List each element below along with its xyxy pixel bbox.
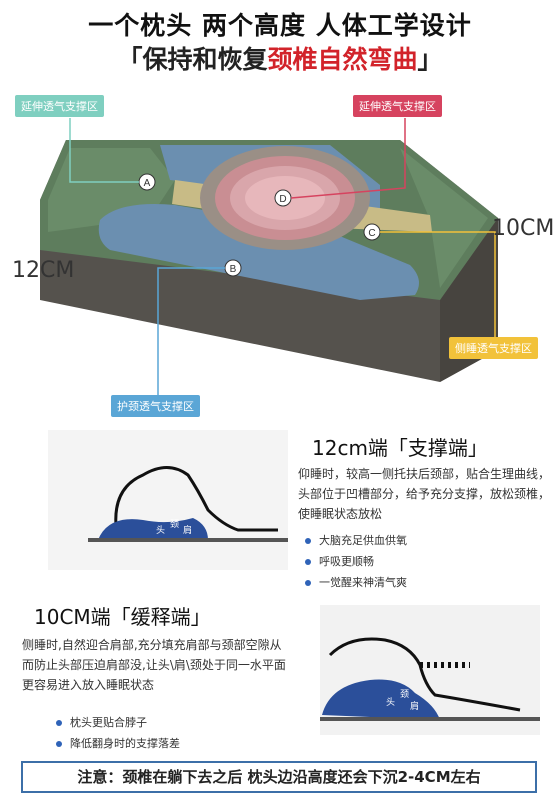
list-item: 大脑充足供血供氧 — [305, 530, 407, 551]
subheadline-suffix: 」 — [417, 45, 443, 74]
supine-illustration: 头 颈 肩 — [48, 430, 288, 570]
marker-c: C — [363, 223, 381, 241]
svg-text:C: C — [368, 228, 375, 239]
support-end-benefits: 大脑充足供血供氧 呼吸更顺畅 一觉醒来神清气爽 — [305, 530, 407, 593]
pillow-shape — [98, 518, 208, 540]
neck-zone — [98, 204, 419, 300]
svg-text:肩: 肩 — [410, 700, 419, 712]
zone-label-stretch-right: 延伸透气支撑区 — [353, 95, 442, 117]
zone-label-neck: 护颈透气支撑区 — [111, 395, 200, 417]
dimension-low: 10CM — [492, 216, 555, 241]
subheadline-prefix: 「保持和恢复 — [117, 45, 268, 74]
svg-text:B: B — [230, 264, 237, 275]
svg-text:头: 头 — [156, 525, 165, 536]
svg-text:肩: 肩 — [183, 524, 192, 536]
relief-end-description: 侧睡时,自然迎合肩部,充分填充肩部与颈部空隙从而防止头部压迫肩部没,让头\肩\颈… — [22, 638, 286, 692]
marker-b: B — [224, 259, 242, 277]
support-end-description: 仰睡时，较高一侧托扶后颈部，贴合生理曲线，头部位于凹槽部分，给予充分支撑，放松颈… — [298, 467, 551, 521]
list-item: 一觉醒来神清气爽 — [305, 572, 407, 593]
list-item: 降低翻身时的支撑落差 — [56, 733, 180, 754]
svg-text:A: A — [144, 178, 151, 189]
zone-label-stretch-left: 延伸透气支撑区 — [15, 95, 104, 117]
zone-label-side: 侧睡透气支撑区 — [449, 337, 538, 359]
svg-text:颈: 颈 — [400, 689, 409, 700]
relief-end-benefits: 枕头更贴合脖子 降低翻身时的支撑落差 — [56, 712, 180, 754]
dimension-high: 12CM — [12, 258, 75, 283]
pillow-shape — [322, 679, 440, 720]
footer-note: 注意：颈椎在躺下去之后 枕头边沿高度还会下沉2-4CM左右 — [21, 761, 537, 793]
marker-a: A — [138, 173, 156, 191]
list-item: 呼吸更顺畅 — [305, 551, 407, 572]
list-item: 枕头更贴合脖子 — [56, 712, 180, 733]
svg-text:颈: 颈 — [170, 519, 179, 530]
subheadline-highlight: 颈椎自然弯曲 — [267, 45, 418, 74]
headline: 一个枕头 两个高度 人体工学设计 — [88, 11, 472, 40]
relief-end-title: 10CM端「缓释端」 — [34, 605, 211, 629]
subheadline: 「保持和恢复颈椎自然弯曲」 — [0, 40, 560, 76]
svg-text:头: 头 — [386, 697, 395, 708]
support-end-title: 12cm端「支撑端」 — [312, 436, 488, 460]
side-sleep-illustration: 头 颈 肩 — [320, 605, 540, 735]
pillow-diagram: A B C D — [40, 118, 498, 398]
marker-d: D — [274, 189, 292, 207]
svg-text:D: D — [279, 194, 286, 205]
